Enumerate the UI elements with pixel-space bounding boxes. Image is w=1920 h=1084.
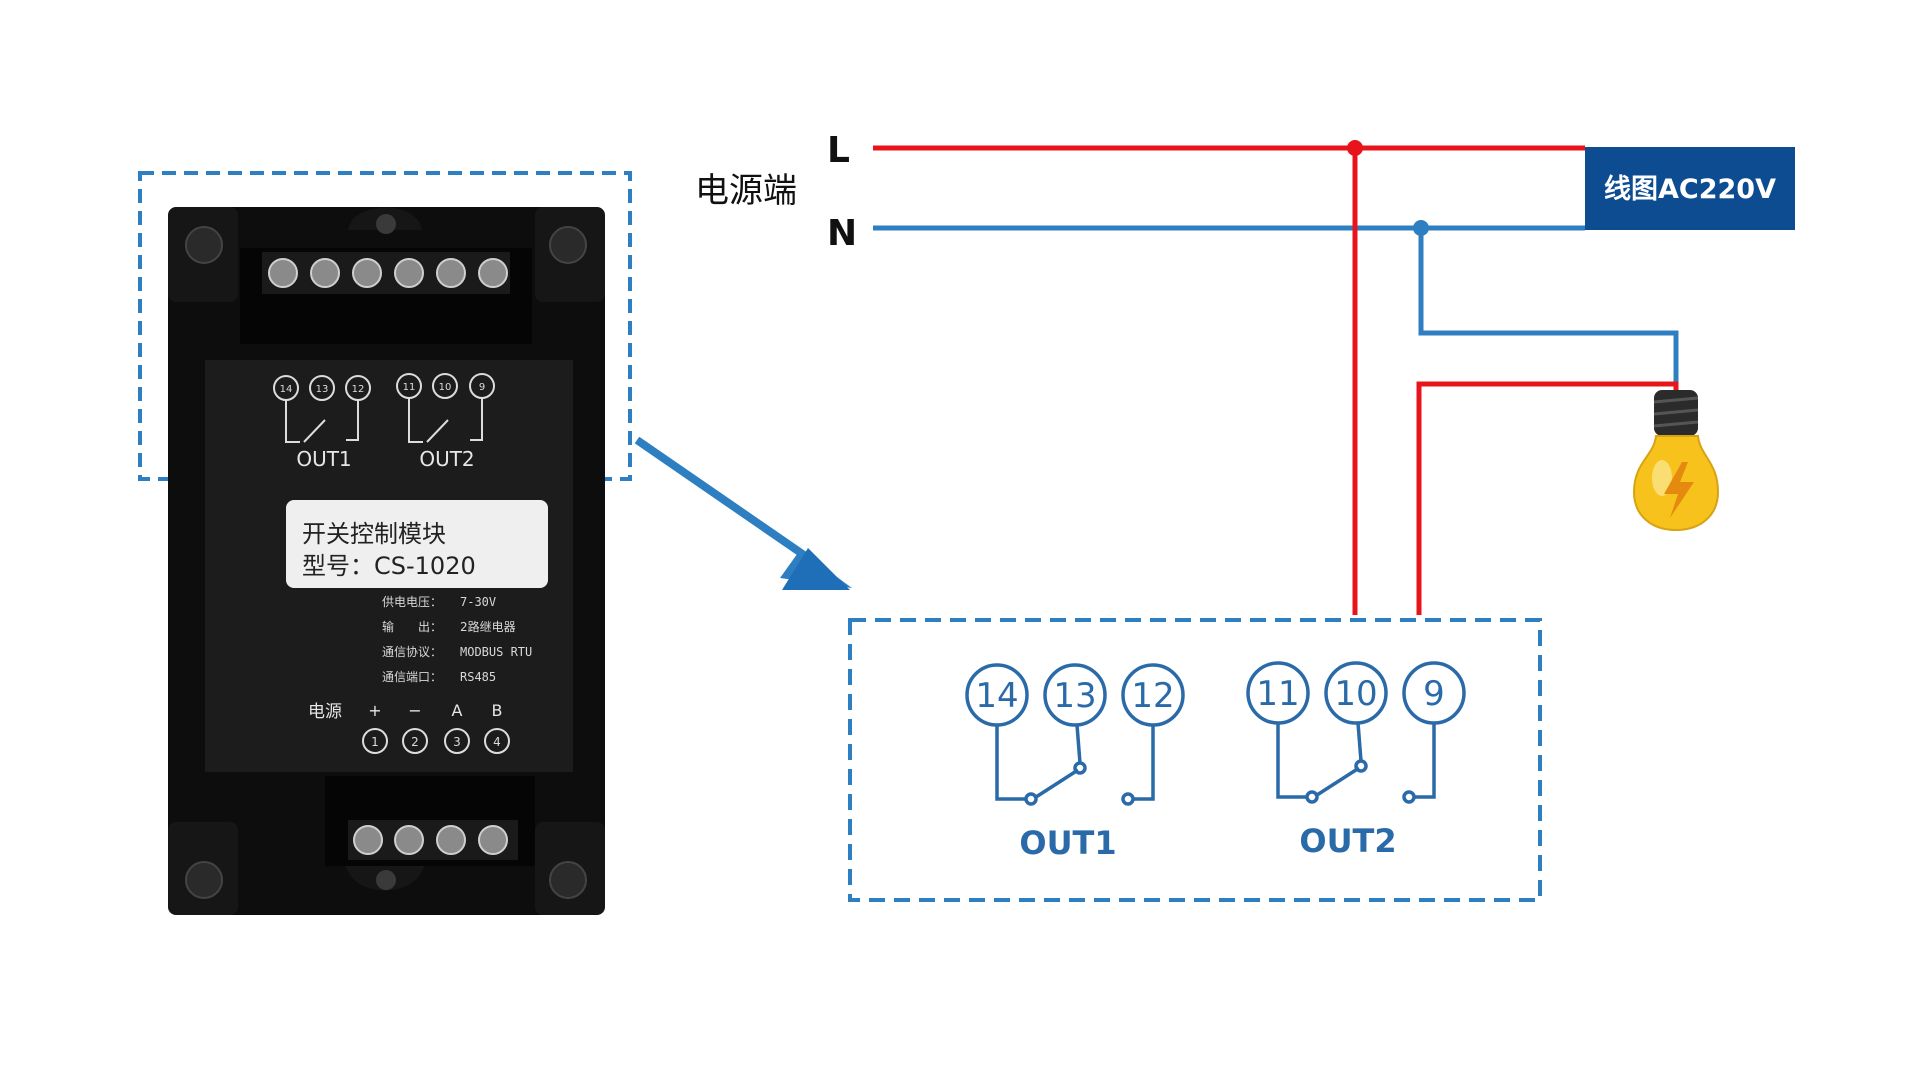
bottom-number-1: 1 (371, 735, 379, 749)
bottom-sign-4: B (492, 701, 503, 720)
device-out2-label: OUT2 (419, 447, 474, 471)
detail-out1-label: OUT1 (1019, 824, 1116, 862)
detail-terminal-9: 9 (1423, 674, 1445, 714)
bottom-number-2: 2 (411, 735, 419, 749)
live-label: L (827, 130, 850, 171)
bottom-sign-2: − (408, 701, 421, 720)
spec-port-value: RS485 (460, 670, 496, 684)
spec-port-label: 通信端口： (382, 670, 442, 684)
spec-output-value: 2路继电器 (460, 619, 516, 634)
device-power-label: 电源 (308, 702, 342, 722)
detail-out2-label: OUT2 (1299, 822, 1396, 860)
detail-terminal-12: 12 (1131, 676, 1174, 716)
top-screw-terminals (268, 258, 508, 288)
coil-label: 线图AC220V (1604, 174, 1776, 205)
detail-terminal-10: 10 (1334, 674, 1377, 714)
arrow-icon (634, 436, 852, 590)
device-terminal-13: 13 (316, 384, 329, 395)
nameplate (286, 500, 548, 588)
detail-frame (848, 618, 1542, 902)
bottom-screw-terminals (353, 825, 508, 855)
device-terminal-9: 9 (479, 382, 485, 393)
power-lines: 电源端 L N 线图AC220V (695, 130, 1795, 615)
bottom-number-4: 4 (493, 735, 501, 749)
neutral-lamp-wire (1418, 228, 1679, 392)
detail-terminal-13: 13 (1053, 676, 1096, 716)
source-label: 电源端 (695, 171, 797, 211)
detail-contacts (995, 722, 1436, 806)
switch-module: 14 13 12 11 10 9 OUT1 OUT2 开关控制模块 型号：CS-… (168, 207, 605, 915)
spec-output-label: 输 出： (382, 619, 442, 634)
device-terminal-11: 11 (403, 382, 416, 393)
module-name: 开关控制模块 (302, 520, 446, 548)
spec-protocol-value: MODBUS RTU (460, 645, 532, 659)
detail-terminal-11: 11 (1256, 674, 1299, 714)
bottom-sign-1: + (368, 701, 381, 720)
light-bulb-icon (1632, 390, 1720, 532)
device-relay-diagram (273, 373, 495, 443)
module-model: 型号：CS-1020 (302, 552, 476, 580)
device-terminal-12: 12 (352, 384, 365, 395)
bottom-sign-3: A (452, 701, 463, 720)
bottom-number-3: 3 (453, 735, 461, 749)
neutral-label: N (827, 213, 857, 254)
detail-terminals (965, 661, 1466, 727)
device-terminal-10: 10 (439, 382, 452, 393)
spec-supply-label: 供电电压： (382, 595, 442, 609)
detail-terminal-14: 14 (975, 676, 1018, 716)
device-terminal-14: 14 (280, 384, 293, 395)
device-out1-label: OUT1 (296, 447, 351, 471)
relay-detail: 14 13 12 11 10 9 OUT1 OUT2 (848, 618, 1542, 902)
coil-box (1585, 147, 1795, 230)
spec-protocol-label: 通信协议： (382, 644, 442, 659)
spec-supply-value: 7-30V (460, 595, 496, 609)
